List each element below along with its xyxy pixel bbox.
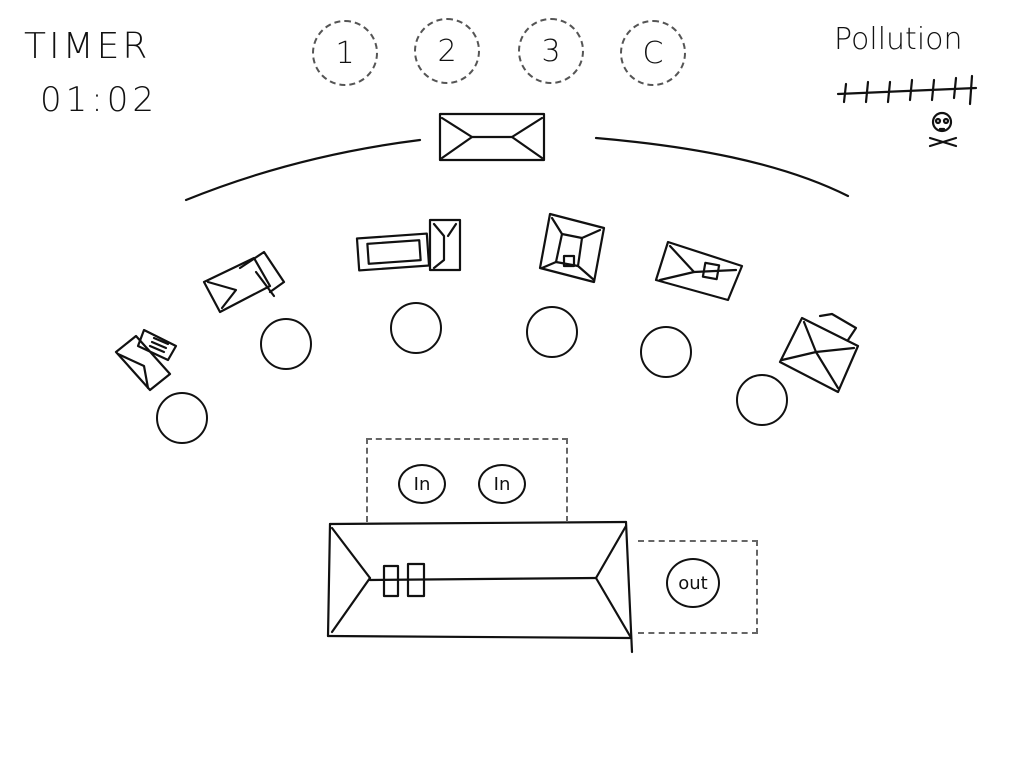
output-button[interactable]: out <box>666 558 720 608</box>
customer-5[interactable] <box>640 326 692 378</box>
customer-3[interactable] <box>390 302 442 354</box>
pollution-label: Pollution <box>834 22 963 57</box>
station-1[interactable] <box>110 326 182 396</box>
slot-c-button[interactable]: C <box>620 20 686 86</box>
station-4[interactable] <box>538 210 608 286</box>
timer-label: TIMER <box>24 26 151 67</box>
input-zone <box>366 438 568 522</box>
customer-2[interactable] <box>260 318 312 370</box>
slot-3-button[interactable]: 3 <box>518 18 584 84</box>
station-3[interactable] <box>354 214 466 276</box>
station-top-center[interactable] <box>436 110 548 164</box>
station-6[interactable] <box>776 312 862 396</box>
pollution-meter <box>836 74 978 106</box>
output-zone <box>638 540 758 634</box>
slot-1-button[interactable]: 1 <box>312 20 378 86</box>
customer-6[interactable] <box>736 374 788 426</box>
station-5[interactable] <box>654 238 746 304</box>
customer-4[interactable] <box>526 306 578 358</box>
timer-value: 01:02 <box>40 80 158 120</box>
skull-crossbones-icon <box>928 111 958 148</box>
input-button-2[interactable]: In <box>478 464 526 504</box>
slot-2-button[interactable]: 2 <box>414 18 480 84</box>
station-2[interactable] <box>200 246 288 318</box>
main-counter <box>326 520 634 654</box>
input-button-1[interactable]: In <box>398 464 446 504</box>
arc-right <box>594 136 850 198</box>
customer-1[interactable] <box>156 392 208 444</box>
arc-left <box>184 138 422 202</box>
